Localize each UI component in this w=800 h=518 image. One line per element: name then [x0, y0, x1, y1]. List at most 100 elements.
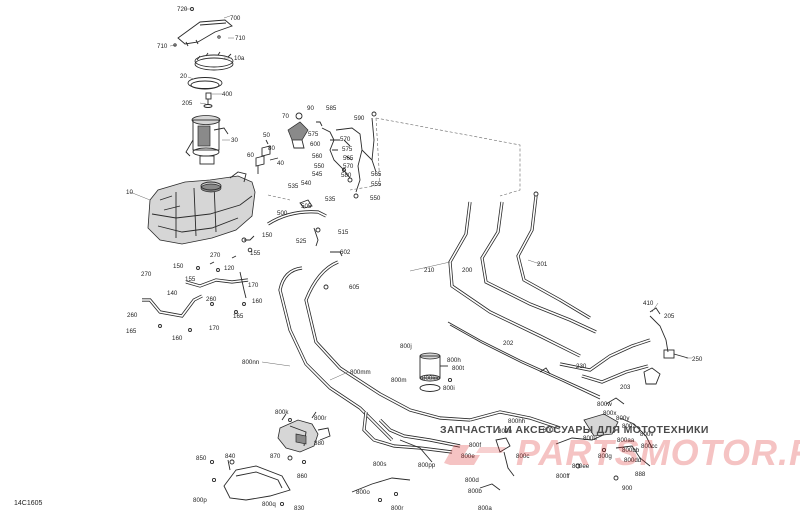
fuel-lines-bottom [351, 439, 433, 503]
part-label: 840 [225, 453, 236, 460]
part-label: 120 [224, 265, 235, 272]
part-label: 800q [262, 501, 276, 508]
part-label: 800r [391, 505, 403, 512]
part-label: 155 [185, 276, 196, 283]
tank-strap-group [173, 7, 233, 47]
lock-ring [194, 51, 234, 71]
part-label: 565 [371, 171, 382, 178]
part-label: 40 [277, 160, 284, 167]
watermark-logo-icon [444, 445, 506, 465]
part-label: 800r [314, 415, 326, 422]
part-label: 800dd [624, 457, 642, 464]
part-label: 700 [230, 15, 241, 22]
fuel-filter [419, 352, 453, 392]
vent-hoses-top [316, 111, 377, 199]
part-label: 565 [343, 155, 354, 162]
part-label: 800f [469, 442, 481, 449]
part-label: 710 [157, 43, 168, 50]
part-label: 150 [262, 232, 273, 239]
hoses-left [142, 247, 253, 332]
part-label: 585 [326, 105, 337, 112]
part-label: 30 [231, 137, 238, 144]
part-label: 800c [516, 453, 529, 460]
part-label: 800g [598, 453, 612, 460]
part-label: 575 [308, 131, 319, 138]
part-label: 550 [314, 163, 325, 170]
part-label: 800l [543, 427, 555, 434]
part-label: 800x [603, 410, 617, 417]
part-label: 800ff [556, 473, 570, 480]
part-label: 200 [462, 267, 473, 274]
part-label: 270 [210, 252, 221, 259]
part-label: 230 [576, 363, 587, 370]
part-label: 800t [452, 365, 464, 372]
diagram-code: 14C1605 [14, 500, 43, 507]
part-label: 720 [177, 6, 188, 13]
part-label: 203 [620, 384, 631, 391]
part-label: 575 [342, 146, 353, 153]
part-label: 800b [468, 488, 482, 495]
part-label: 800v [640, 431, 654, 438]
watermark-logo: PARTSMOTOR.RU [516, 432, 800, 473]
part-label: 600 [310, 141, 321, 148]
part-label: 60 [247, 152, 254, 159]
part-label: 888 [635, 471, 646, 478]
part-label: 150 [173, 263, 184, 270]
part-label: 800y [616, 415, 630, 422]
part-label: 165 [233, 313, 244, 320]
part-label: 800a [478, 505, 492, 512]
part-label: 870 [270, 453, 281, 460]
leader-lines [129, 8, 692, 381]
part-label: 400 [222, 91, 233, 98]
part-label: 545 [312, 171, 323, 178]
part-label: 710 [235, 35, 246, 42]
part-label: 550 [370, 195, 381, 202]
hoses-right-long [448, 191, 597, 358]
part-label: 160 [252, 298, 263, 305]
part-label: 800p [193, 497, 207, 504]
part-label: 555 [371, 181, 382, 188]
part-label: 20 [180, 73, 187, 80]
part-label: 140 [167, 290, 178, 297]
part-label: 800aa [617, 437, 635, 444]
part-label: 800bb [622, 447, 640, 454]
seal-ring [187, 77, 223, 90]
part-label: 170 [248, 282, 259, 289]
part-label: 90 [307, 105, 314, 112]
part-label: 800hh [508, 418, 526, 425]
part-label: 800k [275, 409, 289, 416]
part-label: 800mm [350, 369, 371, 376]
part-label: 800nn [242, 359, 260, 366]
part-label: 70 [282, 113, 289, 120]
part-label: 10 [126, 189, 133, 196]
mounting-bracket [209, 459, 291, 507]
part-label: 505 [301, 203, 312, 210]
dashed-hose-outline [267, 117, 521, 201]
part-label: 540 [301, 180, 312, 187]
part-label: 270 [141, 271, 152, 278]
fuel-pump-module [185, 115, 229, 165]
part-label: 800e [461, 453, 475, 460]
part-label: 570 [343, 163, 354, 170]
part-label: 202 [503, 340, 514, 347]
part-label: 800w [597, 401, 612, 408]
part-label: 800d [465, 477, 479, 484]
part-label: 800i [443, 385, 455, 392]
part-label: 260 [206, 296, 217, 303]
part-label: 800j [400, 343, 412, 350]
part-label: 260 [127, 312, 138, 319]
watermark-caption: ЗАПЧАСТИ И АКСЕССУАРЫ ДЛЯ МОТОТЕХНИКИ [440, 424, 709, 436]
part-label: 830 [294, 505, 305, 512]
part-label: 10a [234, 55, 245, 62]
part-label: 800pp [418, 462, 436, 469]
part-label: 50 [263, 132, 270, 139]
part-label: 535 [288, 183, 299, 190]
part-label: 205 [664, 313, 675, 320]
part-label: 800u [583, 435, 597, 442]
breather-hose-500 [241, 199, 343, 257]
part-label: 515 [338, 229, 349, 236]
part-label: 800kk [422, 375, 439, 382]
part-label: 850 [196, 455, 207, 462]
part-label: 800o [356, 489, 370, 496]
